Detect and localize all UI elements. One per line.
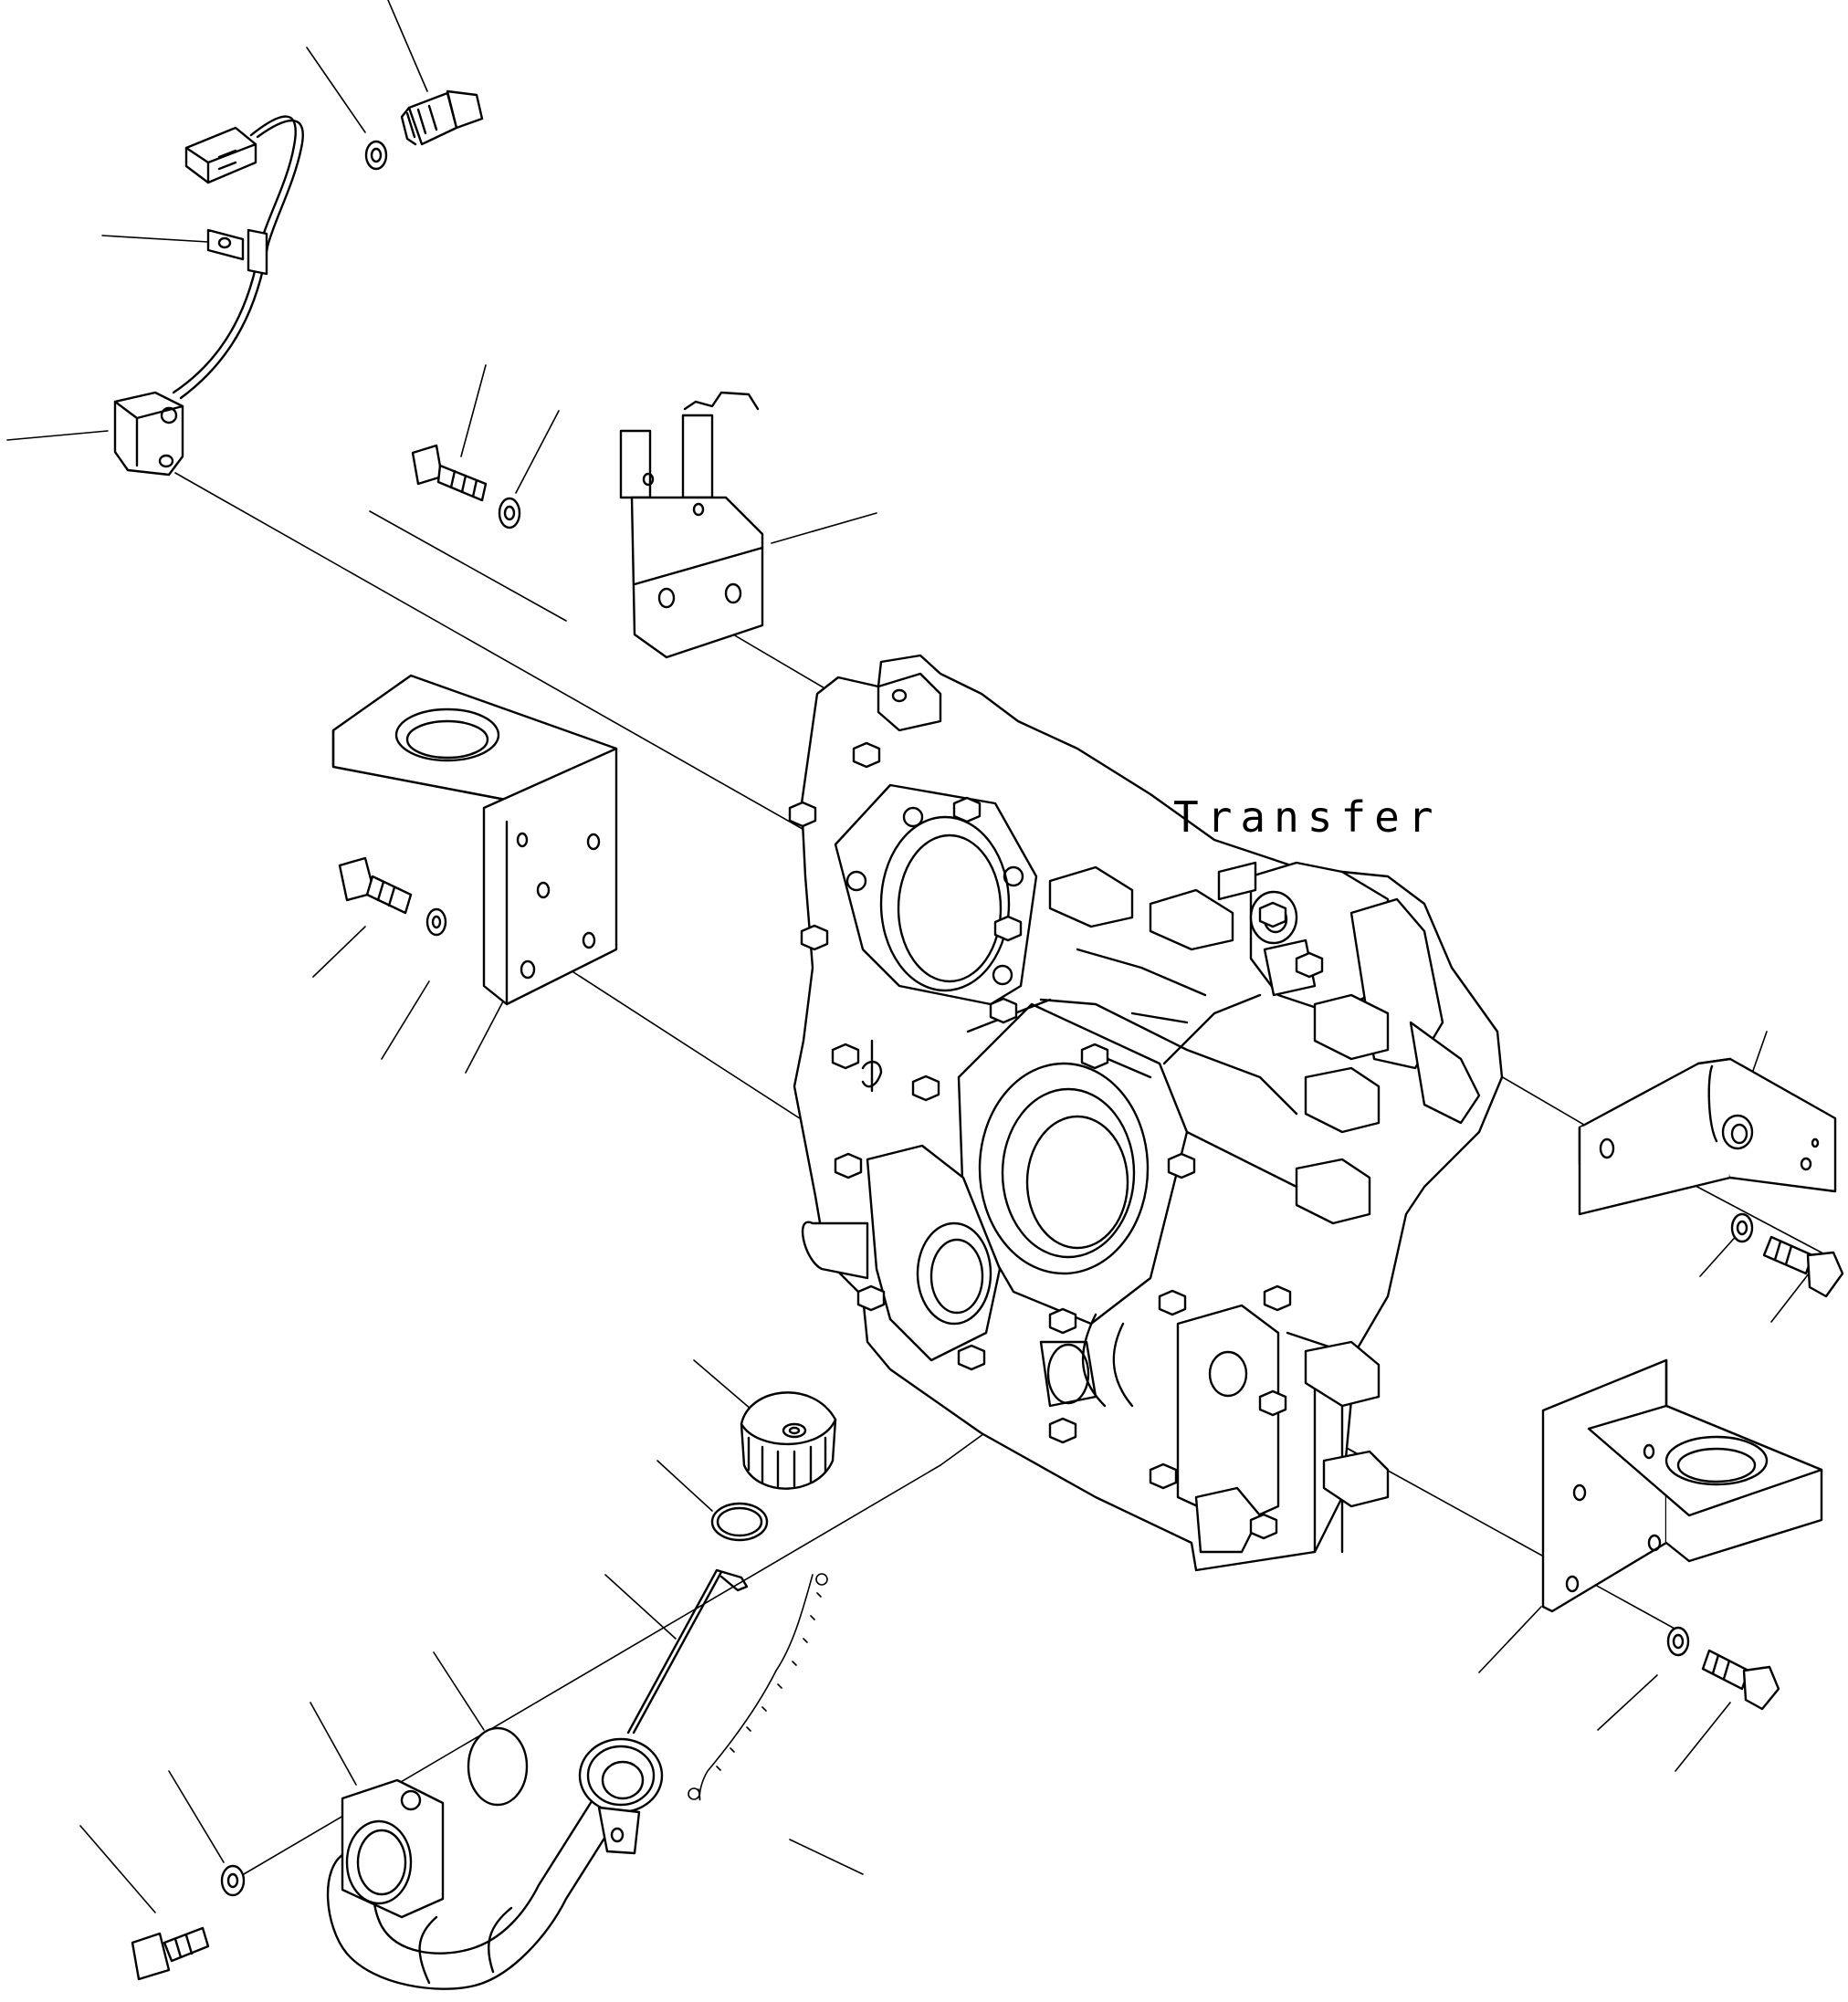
right-lower-bracket	[1541, 1358, 1823, 1613]
leader-lines	[6, 0, 1813, 1913]
filler-cap	[740, 1391, 837, 1490]
upper-bracket	[619, 391, 764, 659]
filler-neck	[578, 1737, 664, 1855]
filler-tube	[326, 1778, 623, 1990]
right-lower-washer	[1666, 1626, 1690, 1657]
right-upper-bracket	[1578, 1057, 1837, 1216]
transfer-caption: Transfer	[1173, 792, 1442, 842]
top-washer	[364, 140, 388, 171]
left-mount-washer	[425, 907, 447, 937]
sensor-harness	[113, 115, 304, 477]
retaining-chain	[688, 1573, 828, 1801]
transfer-case	[793, 654, 1504, 1572]
case-bolts	[788, 741, 1324, 1540]
top-bolt	[400, 89, 484, 146]
tube-gasket	[467, 1726, 529, 1807]
tube-washer	[220, 1864, 246, 1897]
tube-bolt	[131, 1926, 210, 1981]
right-upper-washer	[1730, 1212, 1754, 1243]
right-lower-bolt	[1701, 1649, 1780, 1711]
filler-o-ring	[710, 1502, 769, 1542]
dipstick-pin	[626, 1568, 749, 1735]
left-mount-bolt	[338, 856, 413, 915]
right-upper-bolt	[1762, 1235, 1844, 1298]
left-mount-bracket	[331, 674, 618, 1006]
mid-bolt	[411, 444, 488, 502]
mid-washer	[498, 497, 521, 529]
